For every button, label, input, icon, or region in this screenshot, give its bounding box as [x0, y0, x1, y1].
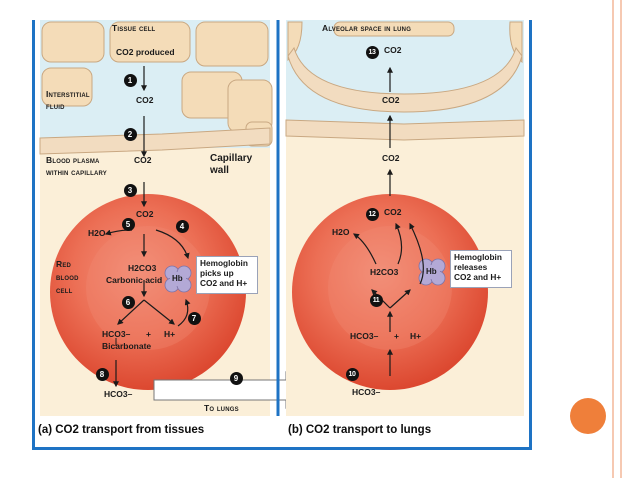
caption-a: (a) CO2 transport from tissues: [38, 424, 205, 436]
h2co3-right-label: H2CO3: [370, 267, 399, 277]
h2o-left-label: H2O: [88, 228, 106, 238]
co2-cell-label: CO2: [136, 209, 154, 219]
to-lungs-label: To lungs: [204, 403, 239, 413]
alveolar-space-label: Alveolar space in lung: [322, 23, 412, 33]
right-hemoglobin-shape: [418, 258, 446, 286]
blood-label: blood: [56, 272, 79, 282]
diagram-artwork: [39, 20, 525, 416]
bicarbonate-label: Bicarbonate: [102, 341, 152, 351]
left-capillary-wall: [39, 127, 271, 155]
co2-plasma-right-label: CO2: [382, 153, 400, 163]
h2o-right-label: H2O: [332, 227, 350, 237]
hco3-plasma-left-label: HCO3–: [104, 389, 133, 399]
caption-b: (b) CO2 transport to lungs: [288, 424, 432, 436]
hb-right-label: Hb: [426, 267, 437, 276]
left-panel-art: [39, 20, 273, 416]
left-red-blood-cell: [50, 194, 246, 390]
h2co3-left-label: H2CO3: [128, 263, 157, 273]
cell-label: cell: [56, 285, 73, 295]
step-3-badge: 3: [123, 183, 137, 197]
fluid-label: fluid: [46, 101, 65, 111]
slide-decor-bar-left: [612, 0, 614, 478]
step-1-badge: 1: [123, 73, 137, 87]
hemoglobin-releases-line-3: CO2 and H+: [454, 271, 502, 282]
within-capillary-label: within capillary: [46, 167, 107, 177]
right-capillary-wall: [285, 119, 525, 141]
right-alveolar-space: [286, 20, 524, 132]
red-label: Red: [56, 259, 72, 269]
tissue-cell-label: Tissue cell: [112, 23, 156, 33]
plus-right-label: +: [394, 331, 399, 341]
step-5-badge: 5: [121, 217, 135, 231]
alveolus-outline: [287, 46, 523, 113]
slide-orange-dot: [570, 398, 606, 434]
blood-plasma-label: Blood plasma: [46, 155, 100, 165]
co2-wall-label: CO2: [382, 95, 400, 105]
hemoglobin-releases-box: Hemoglobin releases CO2 and H+: [450, 250, 512, 288]
hemoglobin-picks-up-box: Hemoglobin picks up CO2 and H+: [196, 256, 258, 294]
step-2-badge: 2: [123, 127, 137, 141]
hco3-right-label: HCO3–: [350, 331, 379, 341]
tissue-cells: [41, 21, 273, 147]
hemoglobin-releases-line-2: releases: [454, 261, 488, 272]
step-8-badge: 8: [95, 367, 109, 381]
right-rbc-inner-shade: [328, 226, 452, 350]
co2-transport-figure: Tissue cell CO2 produced Interstitial fl…: [32, 20, 532, 450]
co2-produced-label: CO2 produced: [116, 47, 175, 57]
hemoglobin-picks-line-2: picks up: [200, 267, 234, 278]
hemoglobin-releases-line-1: Hemoglobin: [454, 252, 502, 262]
plus-left-label: +: [146, 329, 151, 339]
step-4-badge: 4: [175, 219, 189, 233]
hemoglobin-picks-line-1: Hemoglobin: [200, 258, 248, 268]
step-13-badge: 13: [365, 45, 379, 59]
step-12-badge: 12: [365, 207, 379, 221]
co2-cell-right-label: CO2: [384, 207, 402, 217]
hco3-plasma-right-label: HCO3–: [352, 387, 381, 397]
capillary-label: Capillary: [210, 153, 253, 164]
left-hemoglobin-shape: [164, 265, 192, 293]
hco3-left-label: HCO3–: [102, 329, 131, 339]
step-11-badge: 11: [369, 293, 383, 307]
step-10-badge: 10: [345, 367, 359, 381]
step-9-badge: 9: [229, 371, 243, 385]
step-7-badge: 7: [187, 311, 201, 325]
right-panel-art: [285, 20, 525, 416]
left-arrows: [104, 66, 191, 388]
co2-alveolus-label: CO2: [384, 45, 402, 55]
co2-plasma-label: CO2: [134, 155, 152, 165]
h-plus-left-label: H+: [164, 329, 176, 339]
h-plus-right-label: H+: [410, 331, 422, 341]
slide-decor-bar-right: [620, 0, 622, 478]
step-6-badge: 6: [121, 295, 135, 309]
right-red-blood-cell: [292, 194, 488, 390]
figure-border: [32, 20, 532, 450]
hb-left-label: Hb: [172, 274, 183, 283]
left-rbc-inner-shade: [86, 226, 210, 350]
carbonic-acid-label: Carbonic acid: [106, 275, 163, 285]
hemoglobin-picks-line-3: CO2 and H+: [200, 277, 248, 288]
wall-label: wall: [210, 165, 229, 176]
co2-interstitial-label: CO2: [136, 95, 154, 105]
interstitial-label: Interstitial: [46, 89, 90, 99]
